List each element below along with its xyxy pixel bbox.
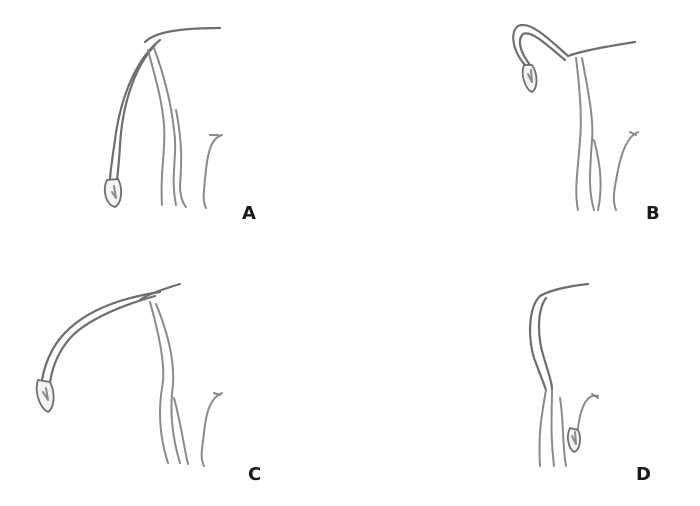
panel-a-back-outline bbox=[145, 28, 220, 42]
panel-d-drawing bbox=[500, 268, 680, 503]
panel-a-rear-leg bbox=[204, 135, 222, 208]
panel-c: C bbox=[10, 268, 295, 503]
panel-c-rear-leg-tip bbox=[214, 393, 220, 395]
panel-c-support-leg-1 bbox=[150, 302, 168, 463]
panel-d-back-outline bbox=[540, 284, 588, 296]
panel-label: D bbox=[636, 466, 651, 484]
panel-b-support-leg-2 bbox=[594, 140, 601, 210]
panel-c-support-leg-2 bbox=[174, 398, 188, 464]
panel-b-support-leg-1 bbox=[576, 58, 581, 210]
panel-label: A bbox=[242, 205, 256, 223]
panel-b-support-leg-1b bbox=[582, 58, 594, 210]
panel-a-support-leg-2 bbox=[176, 110, 186, 207]
panel-b: B bbox=[490, 10, 670, 245]
panel-c-support-leg-1b bbox=[156, 304, 180, 463]
panel-c-raised-leg-outer bbox=[42, 292, 160, 380]
panel-a-raised-leg-inner bbox=[117, 45, 155, 180]
panel-b-raised-leg-inner bbox=[520, 33, 565, 65]
panel-c-raised-leg-inner bbox=[50, 296, 155, 383]
panel-a: A bbox=[70, 10, 305, 245]
panel-d: D bbox=[500, 268, 680, 503]
panel-d-support-leg-2 bbox=[560, 398, 566, 466]
panel-a-raised-leg-outer bbox=[110, 40, 160, 180]
panel-b-back-outline bbox=[568, 42, 635, 56]
panel-d-support-leg-1b bbox=[552, 390, 555, 466]
panel-d-raised-leg-outer bbox=[530, 296, 546, 390]
panel-d-support-leg-1 bbox=[539, 390, 546, 466]
panel-label: B bbox=[646, 205, 660, 223]
panel-b-rear-leg bbox=[614, 132, 638, 210]
panel-a-drawing bbox=[70, 10, 305, 245]
panel-c-rear-leg bbox=[202, 393, 222, 466]
panel-b-drawing bbox=[490, 10, 670, 245]
panel-label: C bbox=[248, 466, 261, 484]
panel-b-raised-leg-outer bbox=[513, 25, 568, 65]
